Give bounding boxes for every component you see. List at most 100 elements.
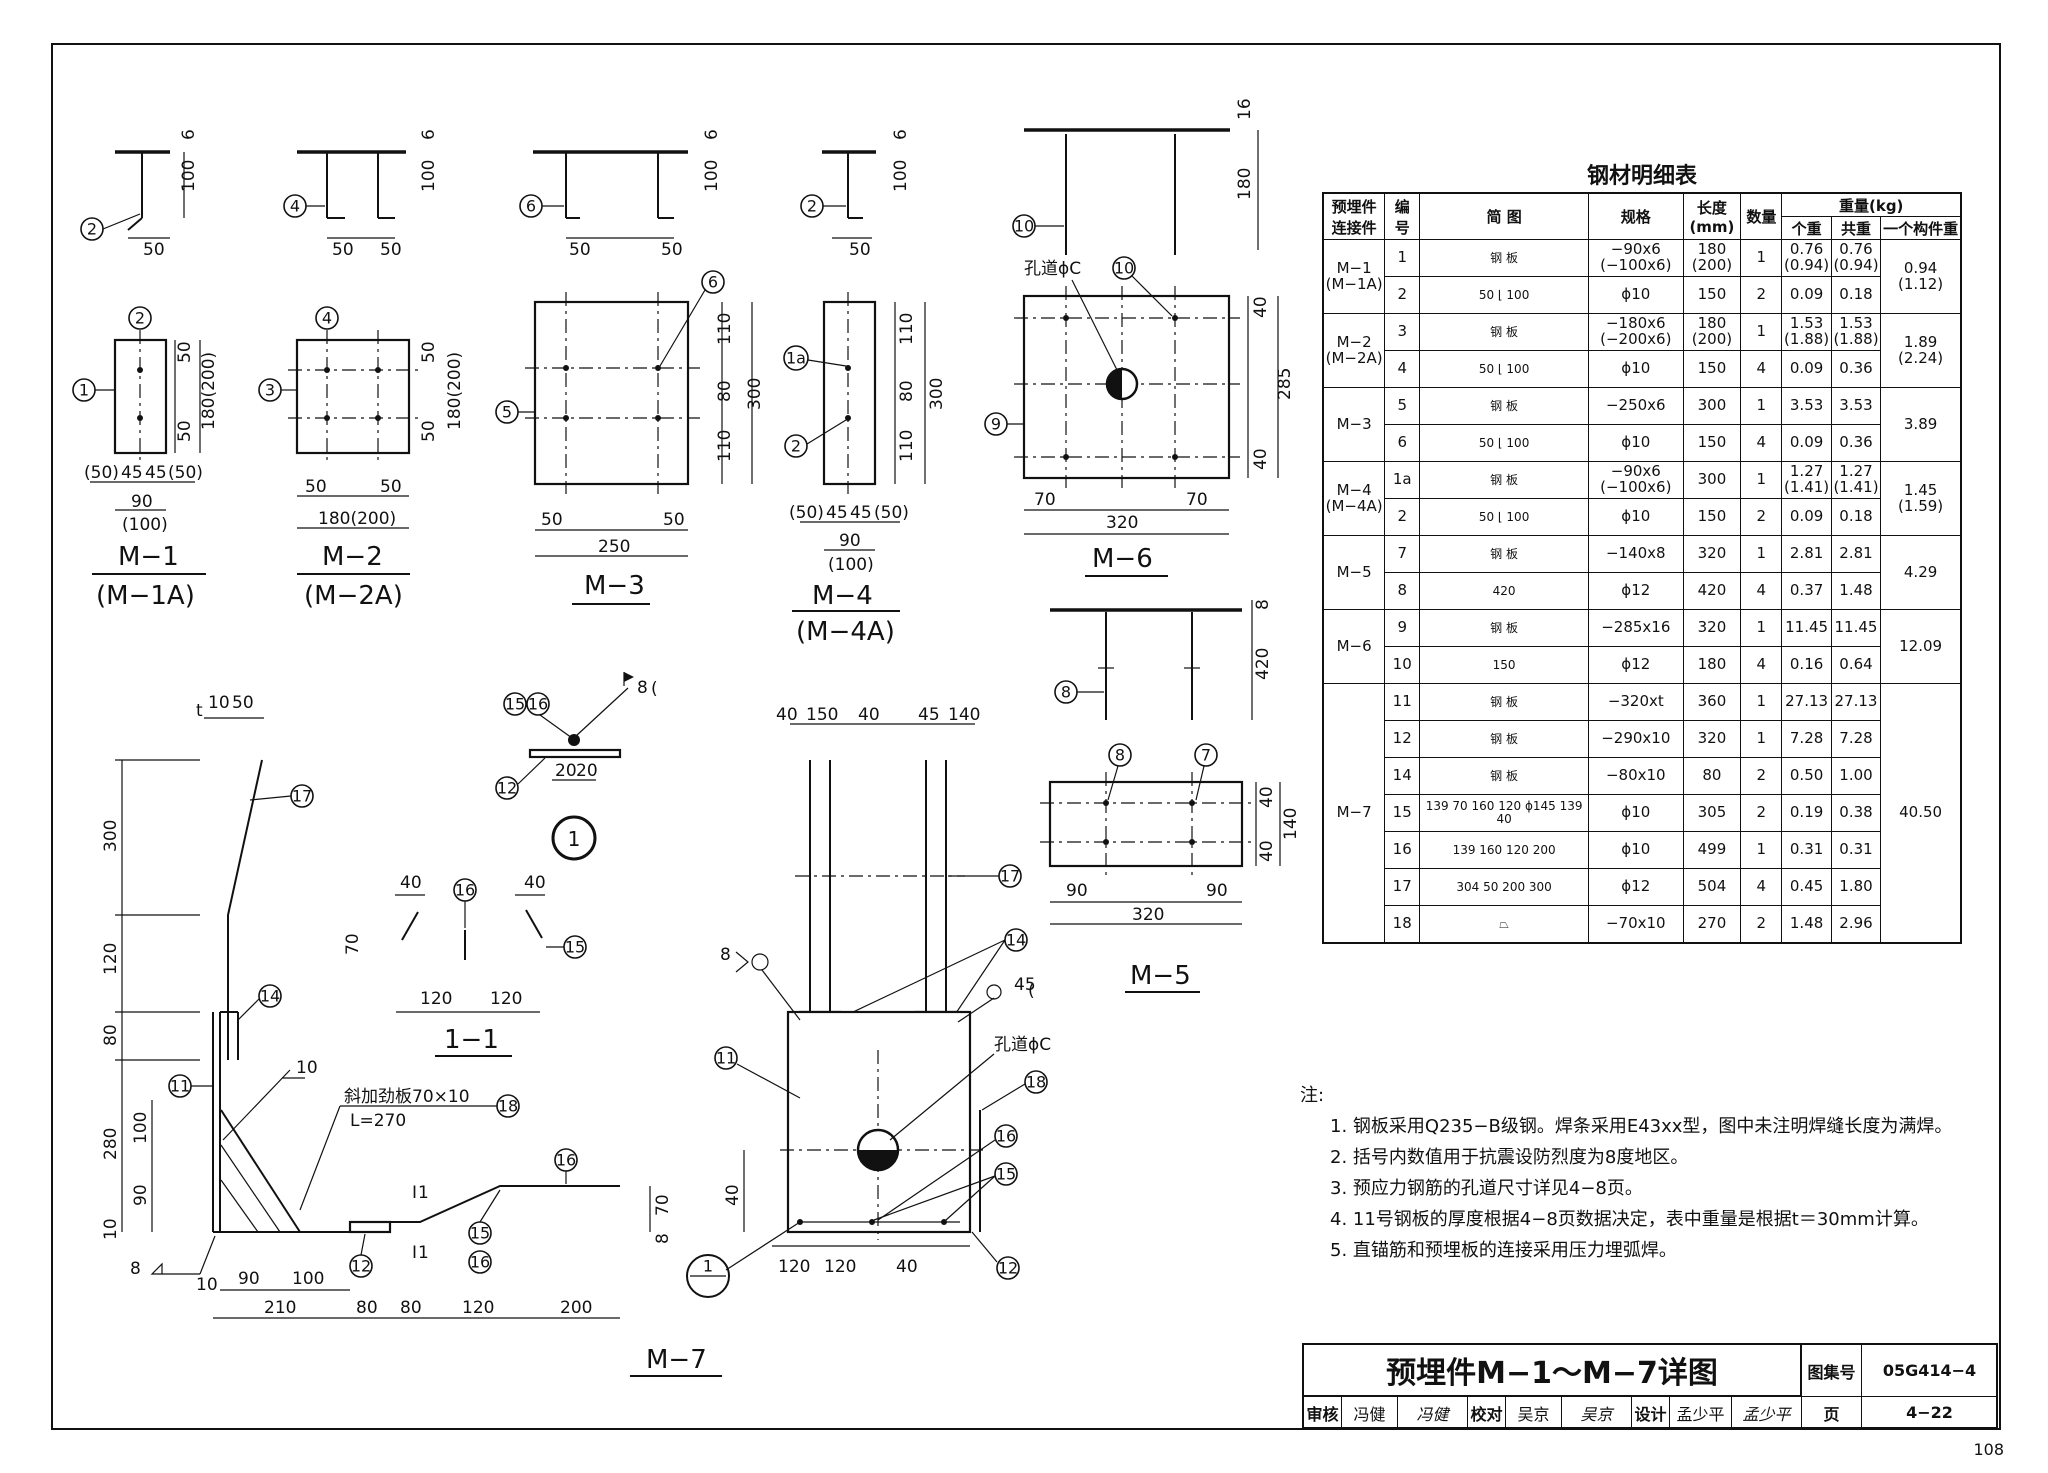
svg-text:3: 3	[265, 381, 275, 400]
svg-text:16: 16	[996, 1127, 1016, 1146]
svg-text:11: 11	[716, 1049, 736, 1068]
detail-1: 15 16 8 ( 12 20 20 1	[495, 672, 658, 861]
cell-total-weight: 0.18	[1830, 276, 1882, 314]
cell-unit-weight: 0.31	[1781, 831, 1832, 869]
svg-text:140: 140	[948, 705, 980, 725]
cell-piece-weight: 3.89	[1880, 387, 1962, 462]
svg-text:16: 16	[455, 881, 475, 900]
svg-text:180(200): 180(200)	[445, 352, 465, 430]
svg-text:285: 285	[1275, 368, 1295, 400]
svg-text:200: 200	[560, 1298, 592, 1318]
cell-part: M−4 (M−4A)	[1322, 461, 1386, 536]
label-m4: M−4	[812, 581, 873, 611]
svg-text:12: 12	[497, 779, 517, 798]
svg-text:11: 11	[170, 1077, 190, 1096]
cell-no: 6	[1384, 424, 1421, 462]
cell-no: 12	[1384, 720, 1421, 758]
svg-text:8: 8	[637, 678, 648, 698]
cell-total-weight: 2.96	[1830, 905, 1882, 944]
cell-total-weight: 0.76 (0.94)	[1830, 239, 1882, 277]
svg-text:10: 10	[101, 1218, 121, 1240]
svg-text:40: 40	[524, 873, 546, 893]
svg-text:40: 40	[896, 1257, 918, 1277]
svg-text:120: 120	[490, 989, 522, 1009]
atlas-number: 05G414−4	[1862, 1345, 1997, 1397]
svg-text:150: 150	[806, 705, 838, 725]
note-1: 1. 钢板采用Q235−B级钢。焊条采用E43xx型，图中未注明焊缝长度为满焊。	[1330, 1116, 1953, 1137]
cell-no: 1a	[1384, 461, 1421, 499]
cell-part: M−1 (M−1A)	[1322, 239, 1386, 314]
svg-text:40: 40	[858, 705, 880, 725]
drawing-m3: 6 6 100 50 50 6 5 110 80 110 300 50 50 2…	[495, 129, 765, 605]
cell-total-weight: 0.36	[1830, 424, 1882, 462]
cell-spec: −180x6 (−200x6)	[1587, 313, 1684, 351]
svg-text:50: 50	[332, 240, 354, 260]
cell-spec: ϕ10	[1587, 498, 1684, 536]
svg-text:(50): (50)	[168, 463, 203, 483]
cell-qty: 4	[1740, 868, 1783, 906]
cell-spec: ϕ12	[1587, 572, 1684, 610]
cell-total-weight: 1.80	[1830, 868, 1882, 906]
svg-text:45: 45	[850, 503, 872, 523]
drawing-m4: 2 6 100 50 1a 2 110 80 110 300 (50) 45 4…	[783, 129, 947, 647]
svg-text:50: 50	[419, 341, 439, 363]
svg-text:100: 100	[419, 160, 439, 192]
table-title: 钢材明细表	[1586, 164, 1697, 189]
svg-text:120: 120	[462, 1298, 494, 1318]
svg-text:120: 120	[101, 943, 121, 975]
section-1-1: 16 15 40 40 70 120 120 1−1	[343, 873, 587, 1057]
cell-spec: −250x6	[1587, 387, 1684, 425]
cell-total-weight: 2.81	[1830, 535, 1882, 573]
svg-text:16: 16	[528, 695, 548, 714]
cell-no: 17	[1384, 868, 1421, 906]
svg-text:8: 8	[1253, 599, 1273, 610]
cell-length: 80	[1682, 757, 1742, 795]
cell-unit-weight: 0.76 (0.94)	[1781, 239, 1832, 277]
svg-text:(50): (50)	[789, 503, 824, 523]
svg-text:16: 16	[1235, 98, 1255, 120]
cell-unit-weight: 2.81	[1781, 535, 1832, 573]
svg-text:8: 8	[1115, 746, 1125, 765]
cell-sketch: 钢 板	[1419, 239, 1589, 277]
svg-text:6: 6	[708, 273, 718, 292]
svg-text:15: 15	[565, 938, 585, 957]
cell-no: 14	[1384, 757, 1421, 795]
cell-spec: ϕ10	[1587, 831, 1684, 869]
cell-total-weight: 3.53	[1830, 387, 1882, 425]
cell-qty: 4	[1740, 424, 1783, 462]
cell-length: 499	[1682, 831, 1742, 869]
svg-text:50: 50	[663, 510, 685, 530]
svg-text:100: 100	[131, 1112, 151, 1144]
svg-text:300: 300	[927, 378, 947, 410]
cell-unit-weight: 0.45	[1781, 868, 1832, 906]
col-total-weight: 共重	[1830, 216, 1882, 240]
svg-text:15: 15	[470, 1224, 490, 1243]
cell-sketch: 钢 板	[1419, 387, 1589, 425]
cell-qty: 1	[1740, 313, 1783, 351]
notes-heading: 注:	[1300, 1085, 1325, 1106]
cell-no: 18	[1384, 905, 1421, 944]
svg-text:50: 50	[419, 420, 439, 442]
label-m7: M−7	[646, 1345, 707, 1375]
svg-text:8: 8	[1061, 683, 1071, 702]
label-m6: M−6	[1092, 544, 1153, 574]
svg-text:14: 14	[260, 987, 280, 1006]
drawing-m1: 2 6 100 50 2 1 50 50 180(200) (50) 45 45…	[72, 129, 219, 611]
cell-unit-weight: 3.53	[1781, 387, 1832, 425]
cell-no: 11	[1384, 683, 1421, 721]
svg-text:17: 17	[292, 787, 312, 806]
cell-sketch: 钢 板	[1419, 720, 1589, 758]
svg-text:16: 16	[470, 1253, 490, 1272]
svg-text:80: 80	[356, 1298, 378, 1318]
cell-no: 5	[1384, 387, 1421, 425]
cell-sketch: 钢 板	[1419, 683, 1589, 721]
cell-length: 180	[1682, 646, 1742, 684]
svg-text:20: 20	[576, 761, 598, 781]
svg-text:(: (	[651, 679, 658, 699]
svg-text:2: 2	[135, 309, 145, 328]
svg-text:45: 45	[826, 503, 848, 523]
